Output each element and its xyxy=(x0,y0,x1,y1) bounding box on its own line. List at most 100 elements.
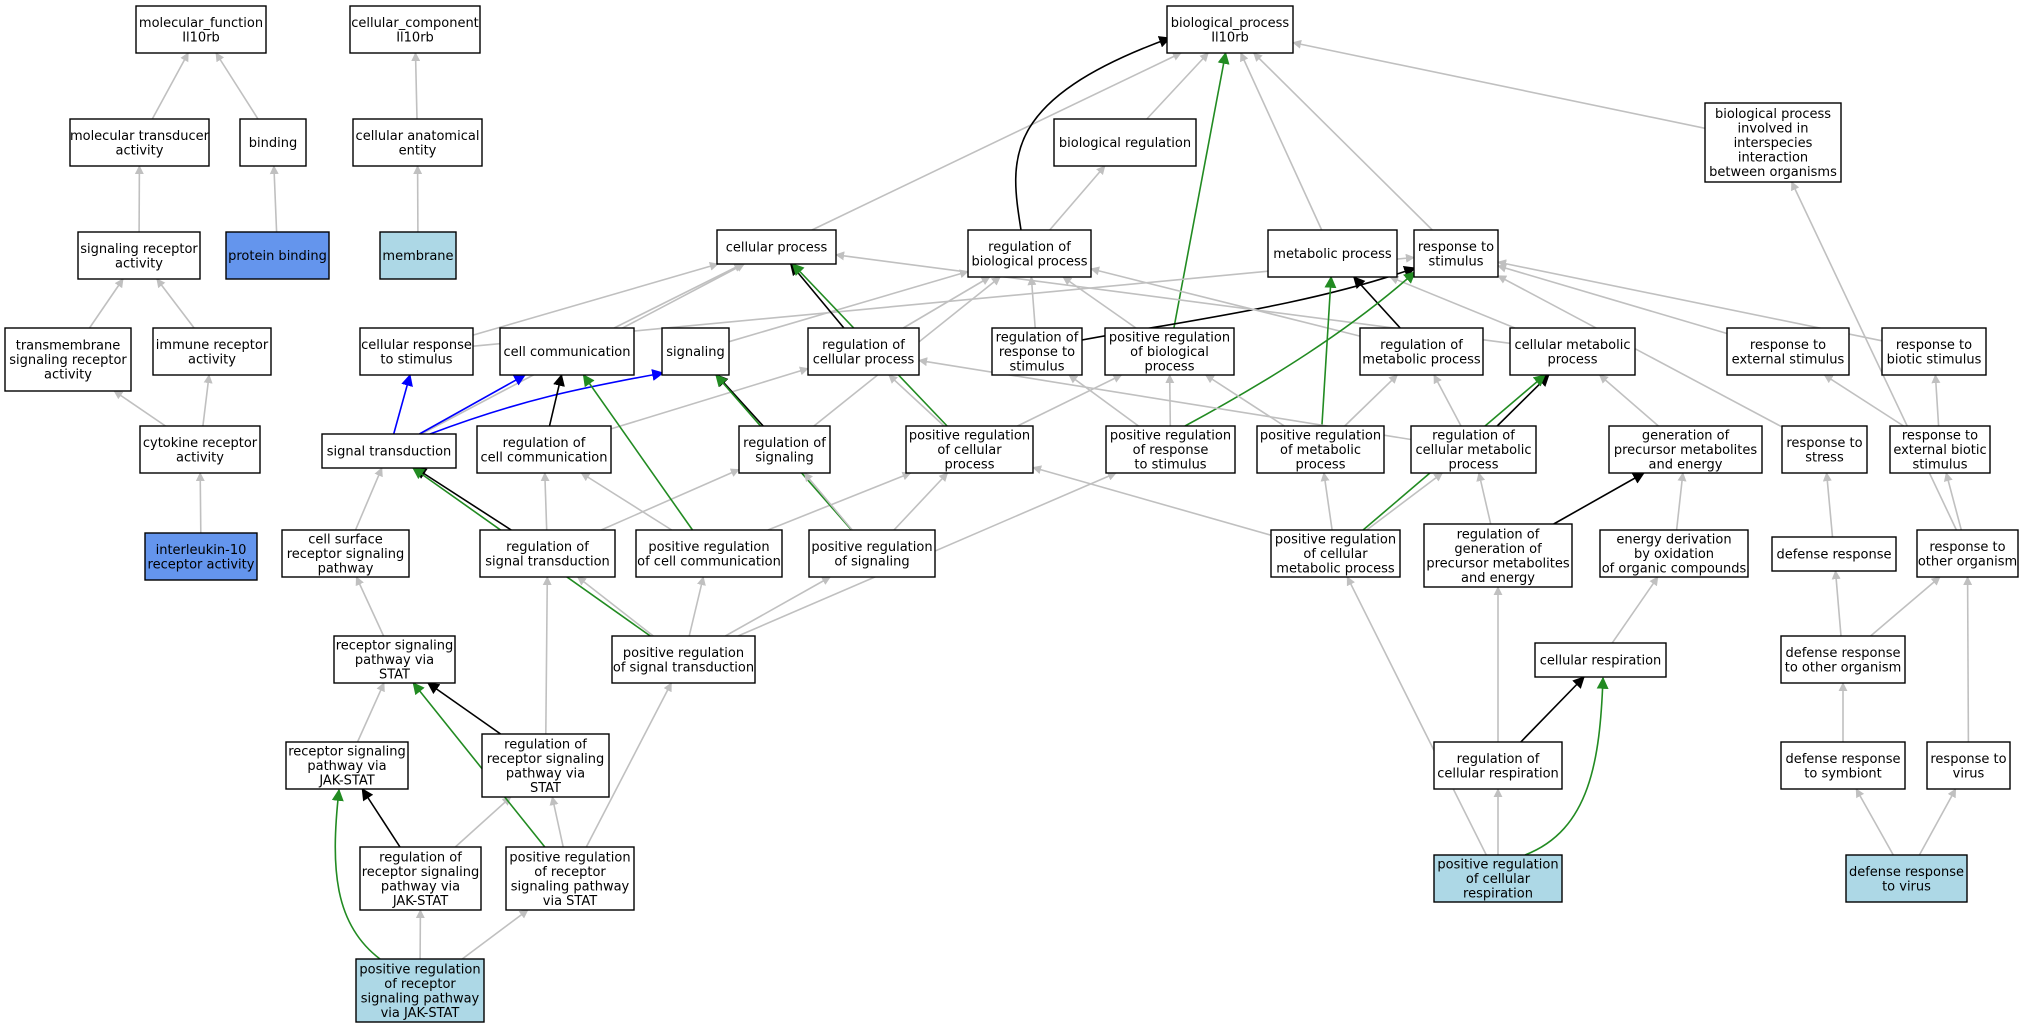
node-label-line: positive regulation xyxy=(1260,429,1381,444)
node-box xyxy=(1926,741,2011,790)
node-label-line: of receptor xyxy=(384,977,456,992)
edge-is-a-prsig-to-prcp xyxy=(893,472,949,531)
edge-regulates-rcc-to-ccom xyxy=(548,373,565,427)
go-term-node-ccom[interactable]: cell communication xyxy=(499,327,635,376)
node-label-line: molecular_function xyxy=(139,16,263,31)
node-label-line: activity xyxy=(44,368,92,383)
edge-regulates-rsig-to-sig xyxy=(715,374,764,427)
edge-is-a-rcmp-to-rmp xyxy=(1433,374,1462,427)
edge-is-a-bpis-to-bp xyxy=(1292,39,1706,130)
node-label-line: energy derivation xyxy=(1616,533,1731,548)
node-box xyxy=(225,231,330,280)
go-term-node-sig[interactable]: signaling xyxy=(661,327,730,376)
go-term-node-mem[interactable]: membrane xyxy=(379,231,457,280)
go-term-node-bind[interactable]: binding xyxy=(239,118,307,167)
node-label-line: response to xyxy=(1750,338,1826,353)
node-label-line: of metabolic xyxy=(1280,443,1361,458)
node-label-line: of receptor xyxy=(534,865,606,880)
edge-is-a-sig-to-rbp xyxy=(728,269,969,343)
edge-regulates-rcmp-to-cmp xyxy=(1496,374,1550,427)
node-label-line: precursor metabolites xyxy=(1426,556,1569,571)
node-label-line: process xyxy=(1145,360,1195,375)
node-label-line: pathway via xyxy=(506,766,585,781)
go-term-node-mp[interactable]: metabolic process xyxy=(1267,229,1398,278)
go-term-node-breg[interactable]: biological regulation xyxy=(1053,118,1197,167)
node-label-line: positive regulation xyxy=(811,540,932,555)
edge-is-a-il10-to-cra xyxy=(195,472,205,534)
node-label-line: to symbiont xyxy=(1804,766,1881,781)
edge-is-a-prsig-to-rsig xyxy=(803,472,853,531)
node-label-line: stimulus xyxy=(1428,254,1483,269)
go-term-node-dr[interactable]: defense response xyxy=(1771,536,1897,572)
go-term-node-st[interactable]: signal transduction xyxy=(321,433,457,469)
edge-is-a-crs-to-cp xyxy=(472,261,719,336)
edge-is-a-rcp-to-rbp xyxy=(902,276,991,329)
edge-layer xyxy=(88,36,1973,960)
go-term-node-cresp[interactable]: cellular respiration xyxy=(1534,642,1667,678)
node-box xyxy=(1771,536,1897,572)
node-label-line: interspecies xyxy=(1734,136,1813,151)
edge-regulates-rcp-to-cp xyxy=(789,263,845,329)
edge-is-a-res-to-rts xyxy=(1497,263,1728,335)
go-term-node-pb[interactable]: protein binding xyxy=(225,231,330,280)
node-box xyxy=(1780,635,1906,684)
go-term-node-cp[interactable]: cellular process xyxy=(716,229,837,265)
node-label-line: pathway via xyxy=(381,879,460,894)
node-label-line: regulation of xyxy=(988,240,1071,255)
node-label-line: response to xyxy=(1786,436,1862,451)
node-label-line: response to xyxy=(1929,540,2005,555)
node-box xyxy=(661,327,730,376)
